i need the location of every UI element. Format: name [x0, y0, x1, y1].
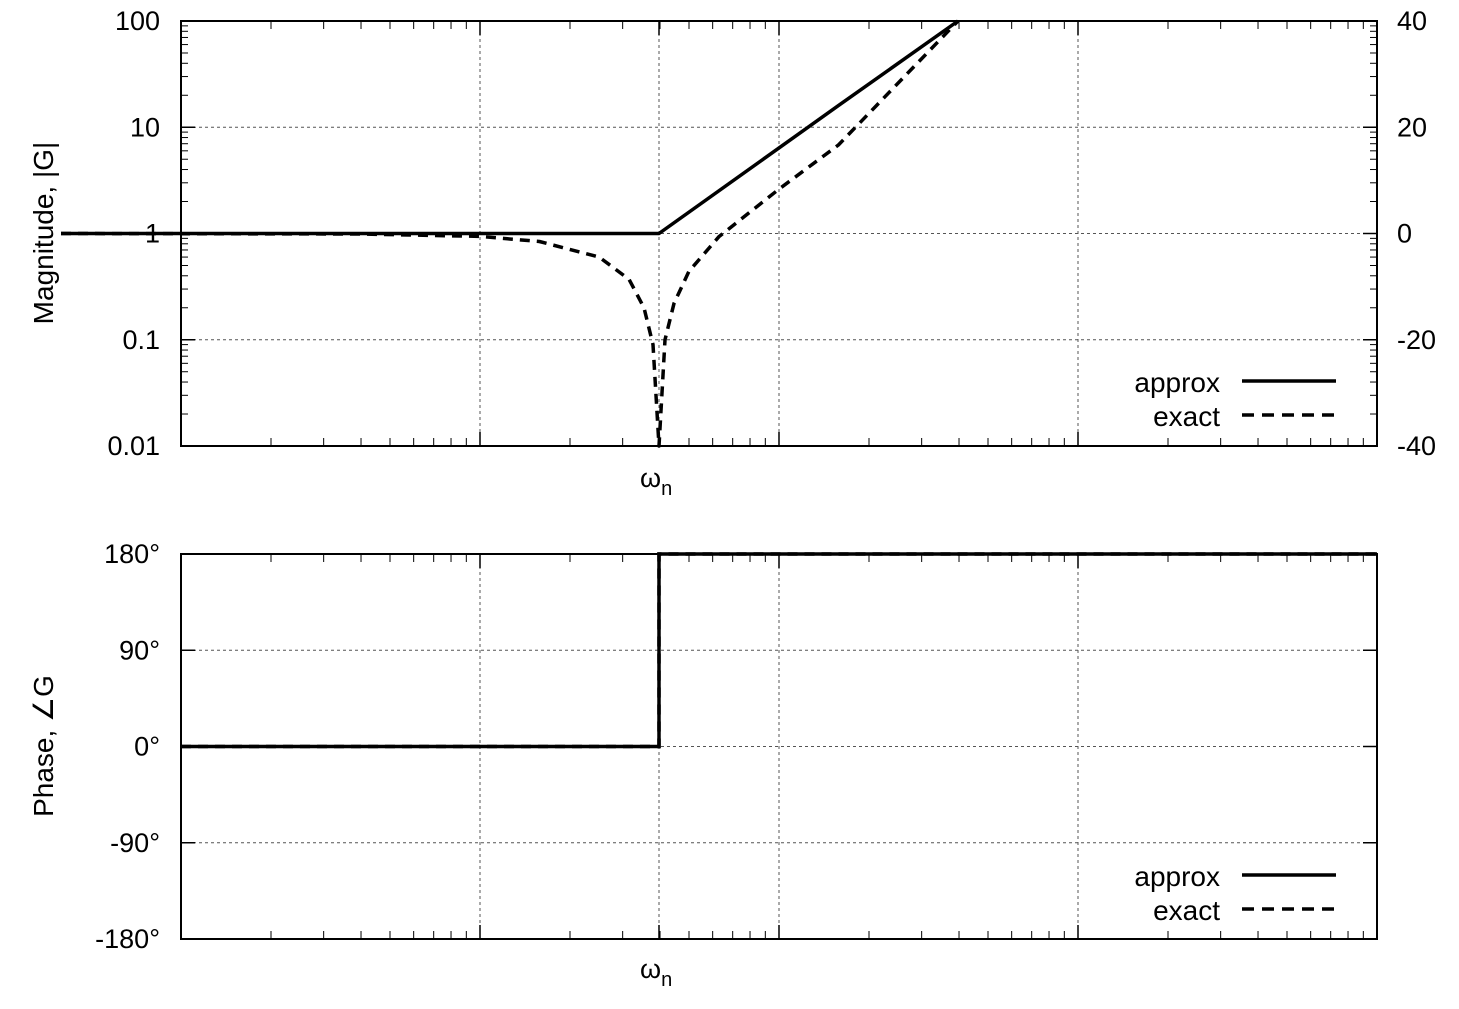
magnitude-y-tick-label: 0.1 — [122, 325, 160, 355]
phase-panel: 180° 90° 0° -90° -180° Phase, ∠G ωn approx e… — [28, 539, 1378, 991]
legend-approx-label: approx — [1134, 861, 1220, 892]
magnitude-y2-tick-label: 20 — [1397, 112, 1427, 142]
magnitude-axis-title: Magnitude, |G| — [28, 142, 59, 325]
magnitude-x-tick-label: ωn — [640, 463, 672, 500]
phase-tick-labels: 180° 90° 0° -90° -180° — [95, 539, 1377, 954]
magnitude-y2-tick-label: 0 — [1397, 219, 1412, 249]
legend-exact-label: exact — [1153, 895, 1220, 926]
magnitude-y-tick-label: 0.01 — [107, 431, 160, 461]
phase-y-tick-label: -90° — [110, 828, 160, 858]
magnitude-series — [60, 19, 960, 448]
magnitude-left-tick-labels: 100 10 1 0.1 0.01 — [107, 6, 1377, 461]
legend-exact-label: exact — [1153, 401, 1220, 432]
magnitude-y-tick-label: 100 — [115, 6, 160, 36]
magnitude-minor-ticks — [181, 21, 1377, 446]
magnitude-right-tick-labels: 40 20 0 -20 -40 — [1397, 6, 1436, 461]
phase-y-tick-label: 0° — [134, 732, 160, 762]
magnitude-y2-tick-label: -20 — [1397, 325, 1436, 355]
series-exact-line — [60, 19, 960, 448]
magnitude-y2-tick-label: 40 — [1397, 6, 1427, 36]
phase-axis-title: Phase, ∠G — [28, 675, 59, 817]
magnitude-y-tick-label: 1 — [145, 219, 160, 249]
phase-x-tick-label: ωn — [640, 954, 672, 991]
legend-approx-label: approx — [1134, 367, 1220, 398]
magnitude-panel: 100 10 1 0.1 0.01 40 20 0 -20 -40 Magnitude, |G|… — [28, 6, 1436, 500]
phase-legend: approx exact — [1134, 861, 1336, 926]
phase-y-tick-label: 180° — [104, 539, 160, 569]
phase-y-tick-label: -180° — [95, 924, 160, 954]
phase-y-tick-label: 90° — [119, 635, 160, 665]
magnitude-legend: approx exact — [1134, 367, 1336, 432]
magnitude-y2-tick-label: -40 — [1397, 431, 1436, 461]
magnitude-y-tick-label: 10 — [130, 112, 160, 142]
